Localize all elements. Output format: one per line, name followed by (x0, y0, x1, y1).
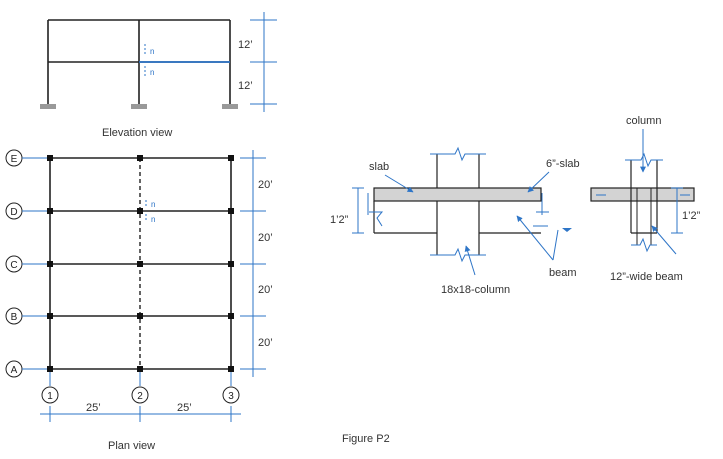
slab-thickness-label: 6”-slab (546, 158, 580, 170)
column-outline (436, 154, 480, 255)
col-label: 1 (47, 391, 53, 402)
plan-caption: Plan view (108, 440, 155, 452)
col-label: 2 (137, 391, 143, 402)
row-grid-bubbles: E D C B A (5, 149, 47, 378)
elevation-dimension-line (250, 12, 277, 112)
grid-bubble-col: 3 (222, 372, 240, 404)
elevation-supports (40, 104, 238, 109)
row-label: C (10, 260, 17, 271)
bay-span-label: 20’ (258, 232, 273, 244)
row-label: D (10, 207, 17, 218)
grid-bubble-row: E (5, 149, 47, 167)
section-mark-n: n (151, 200, 155, 209)
column-label: column (626, 115, 661, 127)
break-marker (367, 146, 543, 263)
slab-strip (590, 187, 695, 202)
section-beam-detail: 1’2” column 12”-wide beam (590, 115, 701, 283)
row-label: A (11, 365, 18, 376)
grid-bubble-col: 1 (41, 372, 59, 404)
depth-dimension (352, 187, 364, 234)
story-height-label: 12’ (238, 80, 253, 92)
grid-bubble-row: B (5, 307, 47, 325)
story-height-label: 12’ (238, 39, 253, 51)
section-joint-detail: 1’2” slab 6”-slab beam 18x18-column (330, 146, 580, 296)
elevation-view: n n 12’ 12’ Elevation view (40, 12, 277, 139)
column-span-label: 25’ (86, 402, 101, 414)
figure-caption: Figure P2 (342, 433, 390, 445)
row-label: B (11, 312, 18, 323)
column-grid-bubbles: 1 2 3 (41, 372, 240, 404)
break-marker (596, 152, 690, 253)
leader-arrows (384, 171, 559, 276)
beam-outline (373, 201, 541, 234)
leader-arrows (640, 129, 677, 255)
section-mark-n: n (150, 68, 154, 77)
beam-arrow-head (562, 228, 572, 232)
depth-dimension (671, 187, 683, 234)
row-label: E (11, 154, 18, 165)
section-mark-n: n (150, 47, 154, 56)
depth-label: 1’2” (330, 214, 349, 226)
plan-vertical-dimension (240, 150, 266, 377)
break-marker (369, 211, 549, 227)
beam-width-label: 12”-wide beam (610, 271, 683, 283)
section-mark-n: n (151, 215, 155, 224)
beam-label: beam (549, 267, 577, 279)
plan-horizontal-dimension (40, 406, 241, 422)
plan-columns (47, 155, 234, 372)
column-outline (630, 160, 658, 234)
column-size-label: 18x18-column (441, 284, 510, 296)
elevation-caption: Elevation view (102, 127, 172, 139)
grid-bubble-row: A (5, 360, 47, 378)
col-label: 3 (228, 391, 234, 402)
bay-span-label: 20’ (258, 179, 273, 191)
column-span-label: 25’ (177, 402, 192, 414)
depth-label: 1’2” (682, 210, 701, 222)
slab-strip (373, 187, 542, 202)
bay-span-label: 20’ (258, 337, 273, 349)
slab-label: slab (369, 161, 389, 173)
plan-view: n n E D C B (5, 149, 273, 452)
grid-bubble-row: C (5, 255, 47, 273)
beam-inner-outline (636, 188, 652, 245)
grid-bubble-col: 2 (131, 372, 149, 404)
grid-bubble-row: D (5, 202, 47, 220)
bay-span-label: 20’ (258, 284, 273, 296)
